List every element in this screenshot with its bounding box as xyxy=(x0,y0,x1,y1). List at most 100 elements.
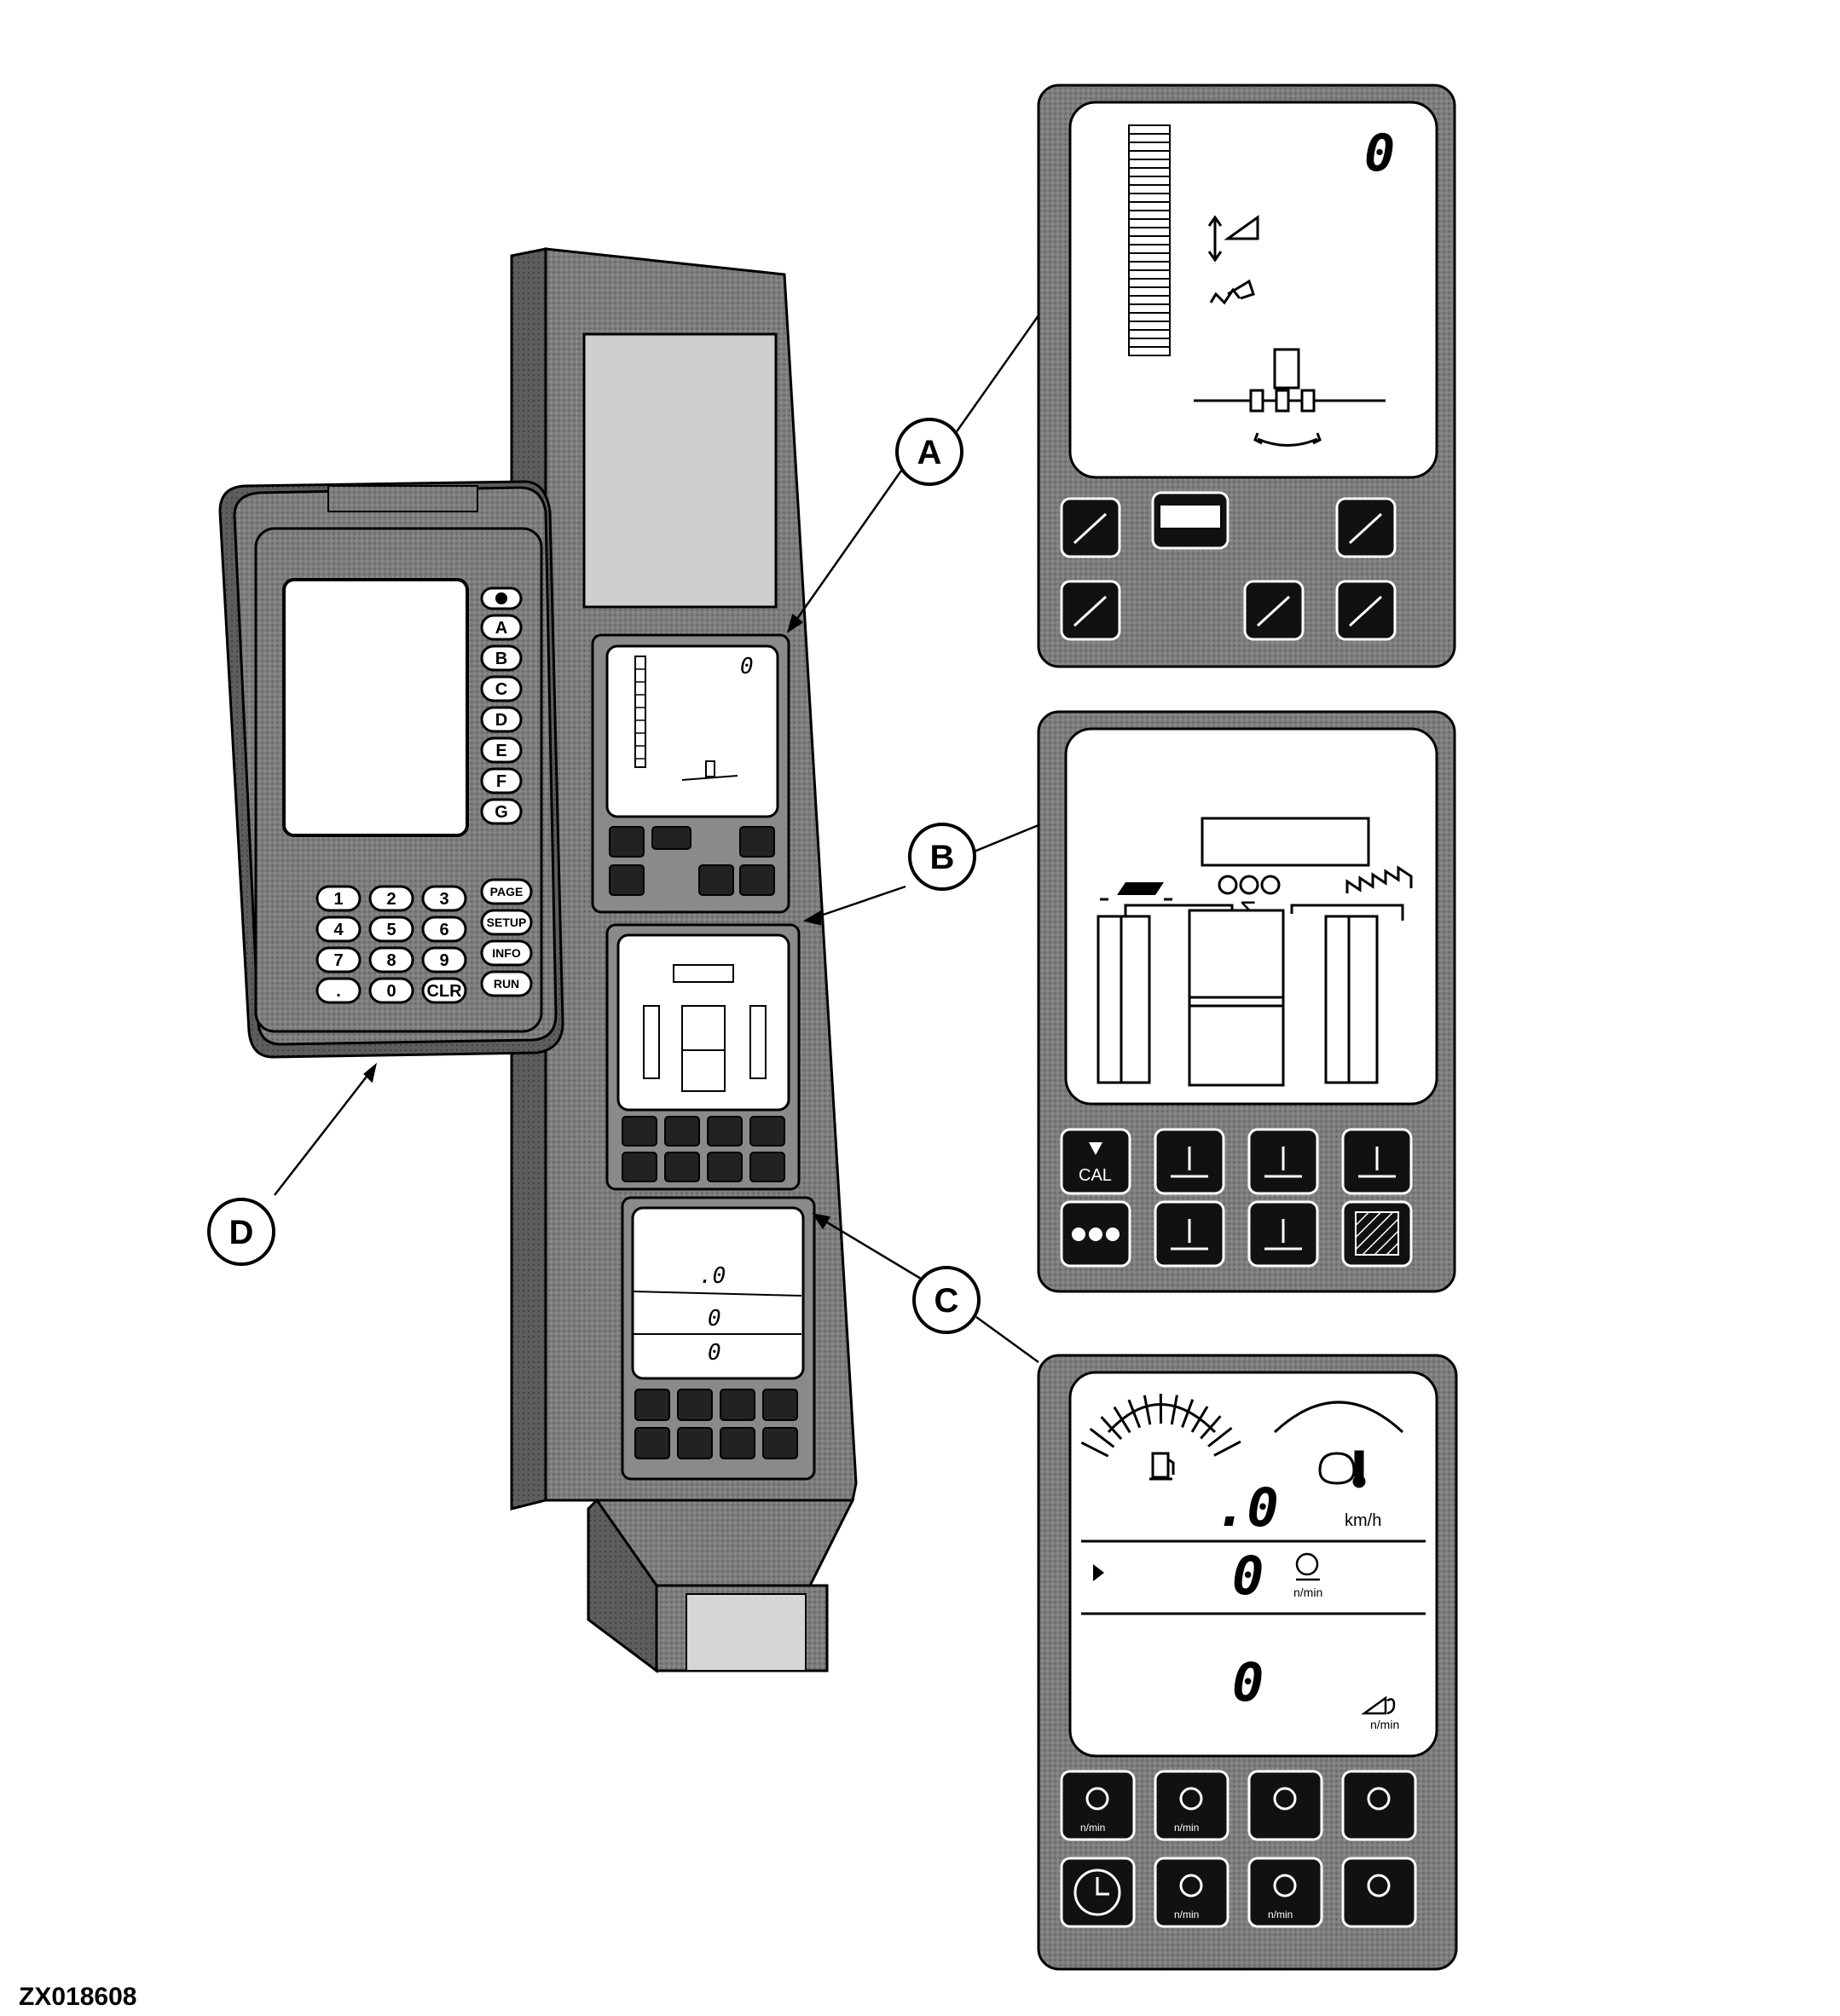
num-key-9[interactable]: 9 xyxy=(421,946,467,973)
return-button[interactable] xyxy=(1247,1128,1319,1195)
speed-readout: .0 xyxy=(1215,1476,1279,1539)
pto-speed-button[interactable]: n/min xyxy=(1247,1857,1323,1928)
func-key-info[interactable]: INFO xyxy=(480,939,533,967)
svg-text:SETUP: SETUP xyxy=(487,916,527,929)
svg-text:CLR: CLR xyxy=(426,982,462,1001)
panel-b: Σ CAL xyxy=(1037,710,1456,1293)
coolant-temp-gauge xyxy=(1273,1401,1404,1488)
svg-text:C: C xyxy=(934,1282,959,1320)
field-hatch-button[interactable] xyxy=(1341,1200,1413,1268)
num-key-4[interactable]: 4 xyxy=(315,916,362,943)
svg-text:B: B xyxy=(930,839,955,876)
num-key-1[interactable]: 1 xyxy=(315,885,362,912)
lift-limit-button[interactable] xyxy=(1335,580,1397,641)
fuel-pump-icon xyxy=(1149,1452,1175,1481)
side-key-d[interactable]: D xyxy=(480,706,523,733)
func-key-page[interactable]: PAGE xyxy=(480,878,533,905)
side-key-f[interactable]: F xyxy=(480,767,523,794)
ground-speed-button[interactable]: n/min xyxy=(1154,1770,1230,1841)
callout-c: C xyxy=(912,1266,981,1334)
svg-text:0: 0 xyxy=(708,1340,721,1366)
engine-speed-unit: n/min xyxy=(1293,1586,1322,1599)
svg-text:RUN: RUN xyxy=(494,977,519,991)
side-key-e[interactable]: E xyxy=(480,737,523,764)
num-key-6[interactable]: 6 xyxy=(421,916,467,943)
svg-text:9: 9 xyxy=(439,951,448,970)
svg-text:0: 0 xyxy=(386,982,396,1001)
svg-text:7: 7 xyxy=(333,951,343,970)
next-button[interactable] xyxy=(1247,1200,1319,1268)
sequence-button[interactable] xyxy=(1060,1200,1131,1268)
svg-text:E: E xyxy=(495,742,506,760)
svg-text:.0: .0 xyxy=(699,1263,726,1289)
console-top-screen xyxy=(582,332,778,609)
svg-text:D: D xyxy=(495,711,507,730)
svg-text:PAGE: PAGE xyxy=(490,885,524,898)
draft-button[interactable] xyxy=(1060,580,1121,641)
svg-text:G: G xyxy=(495,803,508,822)
engine-icon xyxy=(1295,1552,1320,1581)
engine-speed-readout: 0 xyxy=(1232,1545,1264,1607)
button-unit-label: n/min xyxy=(1268,1909,1293,1921)
figure-id: ZX018608 xyxy=(19,1983,136,2011)
hitch-sway-icon xyxy=(1194,348,1386,447)
hitch-button[interactable] xyxy=(1341,1770,1417,1841)
num-key-7[interactable]: 7 xyxy=(315,946,362,973)
bar-gauge-button[interactable] xyxy=(1151,491,1230,550)
svg-text:1: 1 xyxy=(333,890,343,909)
fuel-rate-button[interactable]: n/min xyxy=(1154,1857,1230,1928)
num-key-dot[interactable]: . xyxy=(315,977,362,1004)
button-unit-label: n/min xyxy=(1174,1822,1199,1834)
svg-text:.: . xyxy=(336,982,341,1001)
callout-d: D xyxy=(207,1198,275,1266)
sawtooth-icon xyxy=(1345,865,1413,893)
clock-button[interactable] xyxy=(1060,1857,1136,1928)
svg-text:6: 6 xyxy=(439,921,448,939)
svg-text:A: A xyxy=(917,434,942,471)
pto-speed-readout: 0 xyxy=(1232,1651,1264,1713)
svg-text:0: 0 xyxy=(708,1306,721,1331)
cal-button-label: CAL xyxy=(1079,1166,1112,1185)
area-button[interactable] xyxy=(1341,1128,1413,1195)
fuel-gauge xyxy=(1080,1393,1241,1481)
svg-text:8: 8 xyxy=(386,951,396,970)
side-key-a[interactable]: A xyxy=(480,614,523,641)
side-key-b[interactable]: B xyxy=(480,644,523,672)
lift-height-button[interactable] xyxy=(1060,497,1121,558)
selection-pointer-icon xyxy=(1093,1564,1104,1581)
panel-a: 0 xyxy=(1037,84,1456,668)
num-key-0[interactable]: 0 xyxy=(368,977,414,1004)
num-key-3[interactable]: 3 xyxy=(421,885,467,912)
console-panel-c: .0 0 0 xyxy=(621,1196,816,1481)
side-key-g[interactable]: G xyxy=(480,798,523,825)
lower-rate-button[interactable] xyxy=(1335,497,1397,558)
func-key-run[interactable]: RUN xyxy=(480,970,533,997)
pto-icon xyxy=(1361,1695,1396,1715)
lower-minus-button[interactable] xyxy=(1154,1200,1225,1268)
sway-button[interactable] xyxy=(1243,580,1305,641)
num-key-5[interactable]: 5 xyxy=(368,916,414,943)
side-key-c[interactable]: C xyxy=(480,675,523,702)
engine-speed-button[interactable]: n/min xyxy=(1060,1770,1136,1841)
svg-text:4: 4 xyxy=(333,921,344,939)
wheel-slip-button[interactable] xyxy=(1247,1770,1323,1841)
svg-text:F: F xyxy=(496,772,506,791)
button-unit-label: n/min xyxy=(1174,1909,1199,1921)
callout-leaders xyxy=(274,315,1040,1364)
brightness-key[interactable] xyxy=(480,586,523,610)
svg-text:D: D xyxy=(229,1214,254,1251)
callout-b: B xyxy=(908,823,976,891)
speed-unit: km/h xyxy=(1345,1511,1381,1530)
num-key-8[interactable]: 8 xyxy=(368,946,414,973)
slip-icon xyxy=(1100,882,1172,901)
reset-button[interactable] xyxy=(1341,1857,1417,1928)
pto-speed-unit: n/min xyxy=(1370,1718,1399,1731)
lift-height-icon xyxy=(1207,215,1259,263)
func-key-setup[interactable]: SETUP xyxy=(480,909,533,936)
raise-plus-button[interactable] xyxy=(1154,1128,1225,1195)
svg-text:0: 0 xyxy=(740,654,754,679)
num-key-clr[interactable]: CLR xyxy=(421,977,467,1004)
num-key-2[interactable]: 2 xyxy=(368,885,414,912)
svg-text:C: C xyxy=(495,680,507,699)
cal-button[interactable]: CAL xyxy=(1060,1128,1131,1195)
